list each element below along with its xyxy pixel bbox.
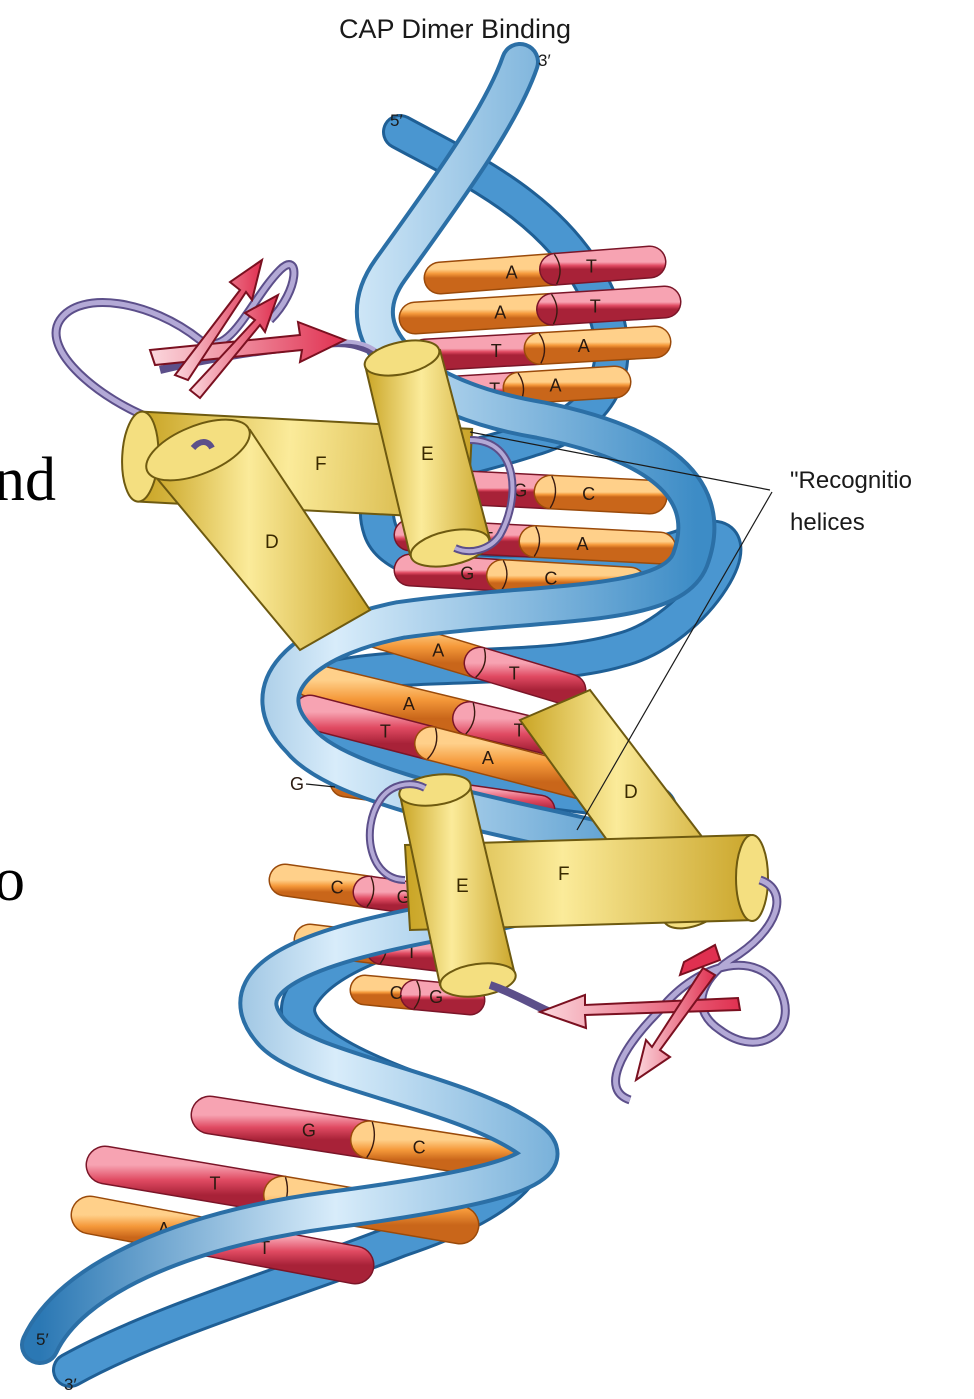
- base-right: [540, 342, 655, 349]
- base-left-label: A: [506, 263, 518, 283]
- base-left: [440, 269, 556, 278]
- base-left-label: A: [403, 694, 415, 714]
- base-right: [370, 1140, 501, 1160]
- base-right: [553, 302, 666, 309]
- upper-helix-D-label: D: [265, 532, 279, 553]
- base-left-label: G: [460, 563, 474, 583]
- base-right: [535, 542, 660, 549]
- base-left: [425, 349, 540, 356]
- strand-end-top-3: 3′: [538, 51, 551, 70]
- base-right-label: C: [582, 484, 595, 504]
- base-right-label: A: [549, 376, 561, 396]
- base-left: [415, 309, 553, 318]
- diagram-title: CAP Dimer Binding: [339, 14, 571, 44]
- base-left: [210, 1115, 370, 1140]
- stray-base-label: G: [290, 774, 304, 794]
- upper-helix-F-label: F: [315, 454, 327, 475]
- base-left-label: A: [494, 303, 506, 323]
- base-right-label: T: [590, 296, 601, 316]
- strand-end-top-5: 5′: [390, 111, 403, 130]
- lower-helix-F-label: F: [558, 864, 570, 885]
- base-right: [556, 262, 651, 269]
- lower-beta-arrows: [540, 945, 740, 1080]
- base-right-label: A: [578, 336, 590, 356]
- side-text-1: nd: [0, 446, 56, 514]
- callout-text-1: "Recognitio: [790, 467, 912, 494]
- base-right-label: C: [413, 1137, 426, 1157]
- base-right: [551, 492, 650, 497]
- base-left-label: C: [331, 877, 344, 897]
- strand-end-bottom-3: 3′: [64, 1375, 77, 1394]
- base-right: [519, 382, 615, 388]
- base-left-label: G: [302, 1120, 316, 1140]
- callout-text-2: helices: [790, 509, 865, 536]
- base-left-label: T: [380, 722, 391, 742]
- base-right-label: G: [429, 987, 443, 1007]
- base-right-label: A: [482, 748, 494, 768]
- upper-helix-E-label: E: [421, 444, 434, 465]
- base-left-label: C: [390, 983, 403, 1003]
- base-right-label: T: [586, 256, 597, 276]
- strand-end-bottom-5: 5′: [36, 1330, 49, 1349]
- base-left-label: A: [432, 640, 444, 660]
- lower-helix-E-label: E: [456, 876, 469, 897]
- base-right-label: A: [576, 534, 588, 554]
- base-right-label: T: [509, 663, 520, 683]
- lower-helix-D-label: D: [624, 782, 638, 803]
- base-left-label: T: [491, 341, 502, 361]
- base-left: [105, 1165, 283, 1195]
- side-text-2: o: [0, 846, 25, 914]
- base-left-label: T: [210, 1174, 221, 1194]
